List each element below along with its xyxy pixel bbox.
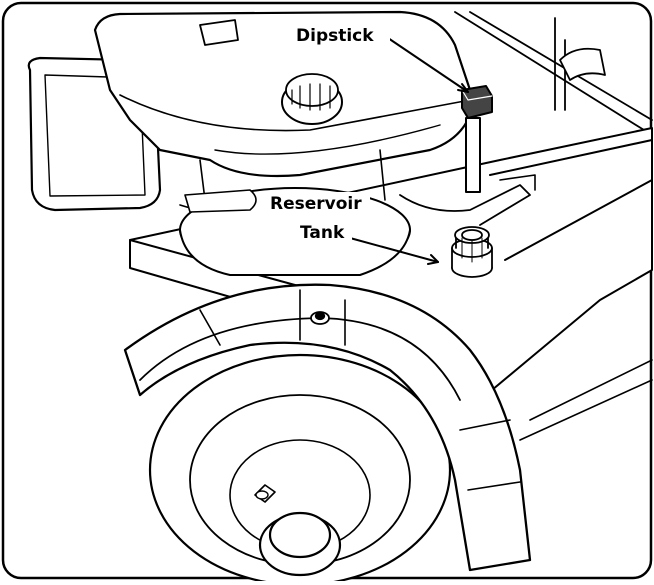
dipstick-leader: [387, 37, 469, 93]
wheel-fender: [123, 283, 532, 572]
reservoir-leader: [349, 237, 439, 263]
reservoir-label-line1: Reservoir: [270, 194, 362, 214]
frame-rails: [454, 11, 653, 136]
dipstick-label: Dipstick: [296, 26, 374, 46]
reservoir-filler-plug: [451, 226, 493, 278]
leader-lines: [349, 37, 469, 265]
reservoir-label-line2: Tank: [300, 223, 345, 243]
wheel: [148, 353, 452, 585]
engine-housing: [27, 10, 472, 212]
dipstick: [461, 85, 493, 193]
